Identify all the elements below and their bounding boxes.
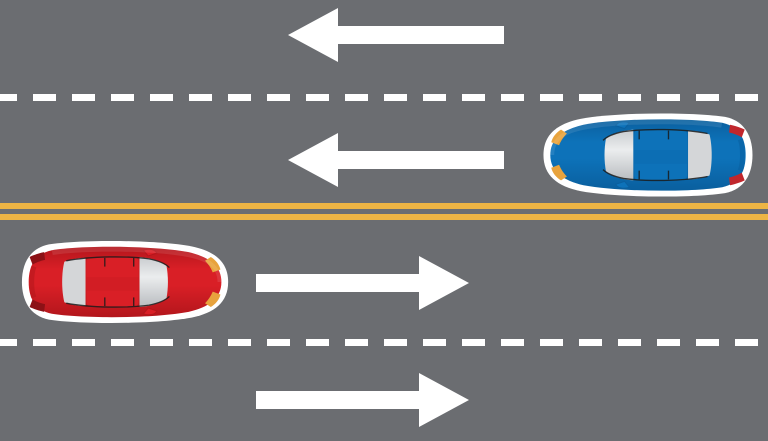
rear-window [62, 257, 86, 307]
rear-window [688, 130, 712, 180]
body-seams [602, 128, 708, 182]
body-top-highlight [51, 246, 222, 282]
body-top-highlight [550, 119, 723, 155]
arrow-left-lane-2 [288, 133, 504, 187]
headlight-left [205, 256, 221, 273]
side-mirror-left [615, 121, 631, 130]
car-top-view-icon [21, 241, 229, 323]
headlight-left [551, 129, 567, 146]
roof [634, 129, 688, 181]
taillight-right [729, 172, 745, 186]
car-top-view-icon [543, 113, 753, 197]
upper-dashed-lane-line [0, 94, 768, 101]
roof-highlight [634, 150, 688, 164]
arrow-right-lane-4 [256, 373, 469, 427]
side-mirror-right [615, 180, 631, 189]
windshield [604, 129, 634, 181]
taillight-left [729, 124, 745, 138]
arrow-left-lane-1 [288, 8, 504, 62]
rear-bumper [737, 138, 745, 172]
arrow-right-lane-3 [256, 256, 469, 310]
arrow-left-icon [288, 8, 504, 62]
taillight-right [29, 299, 46, 312]
center-yellow-line-lower [0, 214, 768, 220]
arrow-left-icon [288, 133, 504, 187]
headlight-right [205, 291, 221, 308]
arrow-right-icon [256, 256, 469, 310]
red-car [20, 240, 232, 324]
windshield [139, 256, 168, 308]
arrow-right-icon [256, 373, 469, 427]
roof [86, 256, 139, 308]
roof-highlight [86, 277, 139, 291]
body-seams [66, 256, 170, 308]
rear-bumper [29, 265, 37, 299]
side-mirror-left [142, 248, 158, 257]
headlight-right [551, 164, 567, 181]
taillight-left [29, 252, 46, 265]
blue-car [538, 113, 756, 197]
center-yellow-line-upper [0, 203, 768, 209]
side-mirror-right [142, 307, 158, 316]
lower-dashed-lane-line [0, 339, 768, 346]
